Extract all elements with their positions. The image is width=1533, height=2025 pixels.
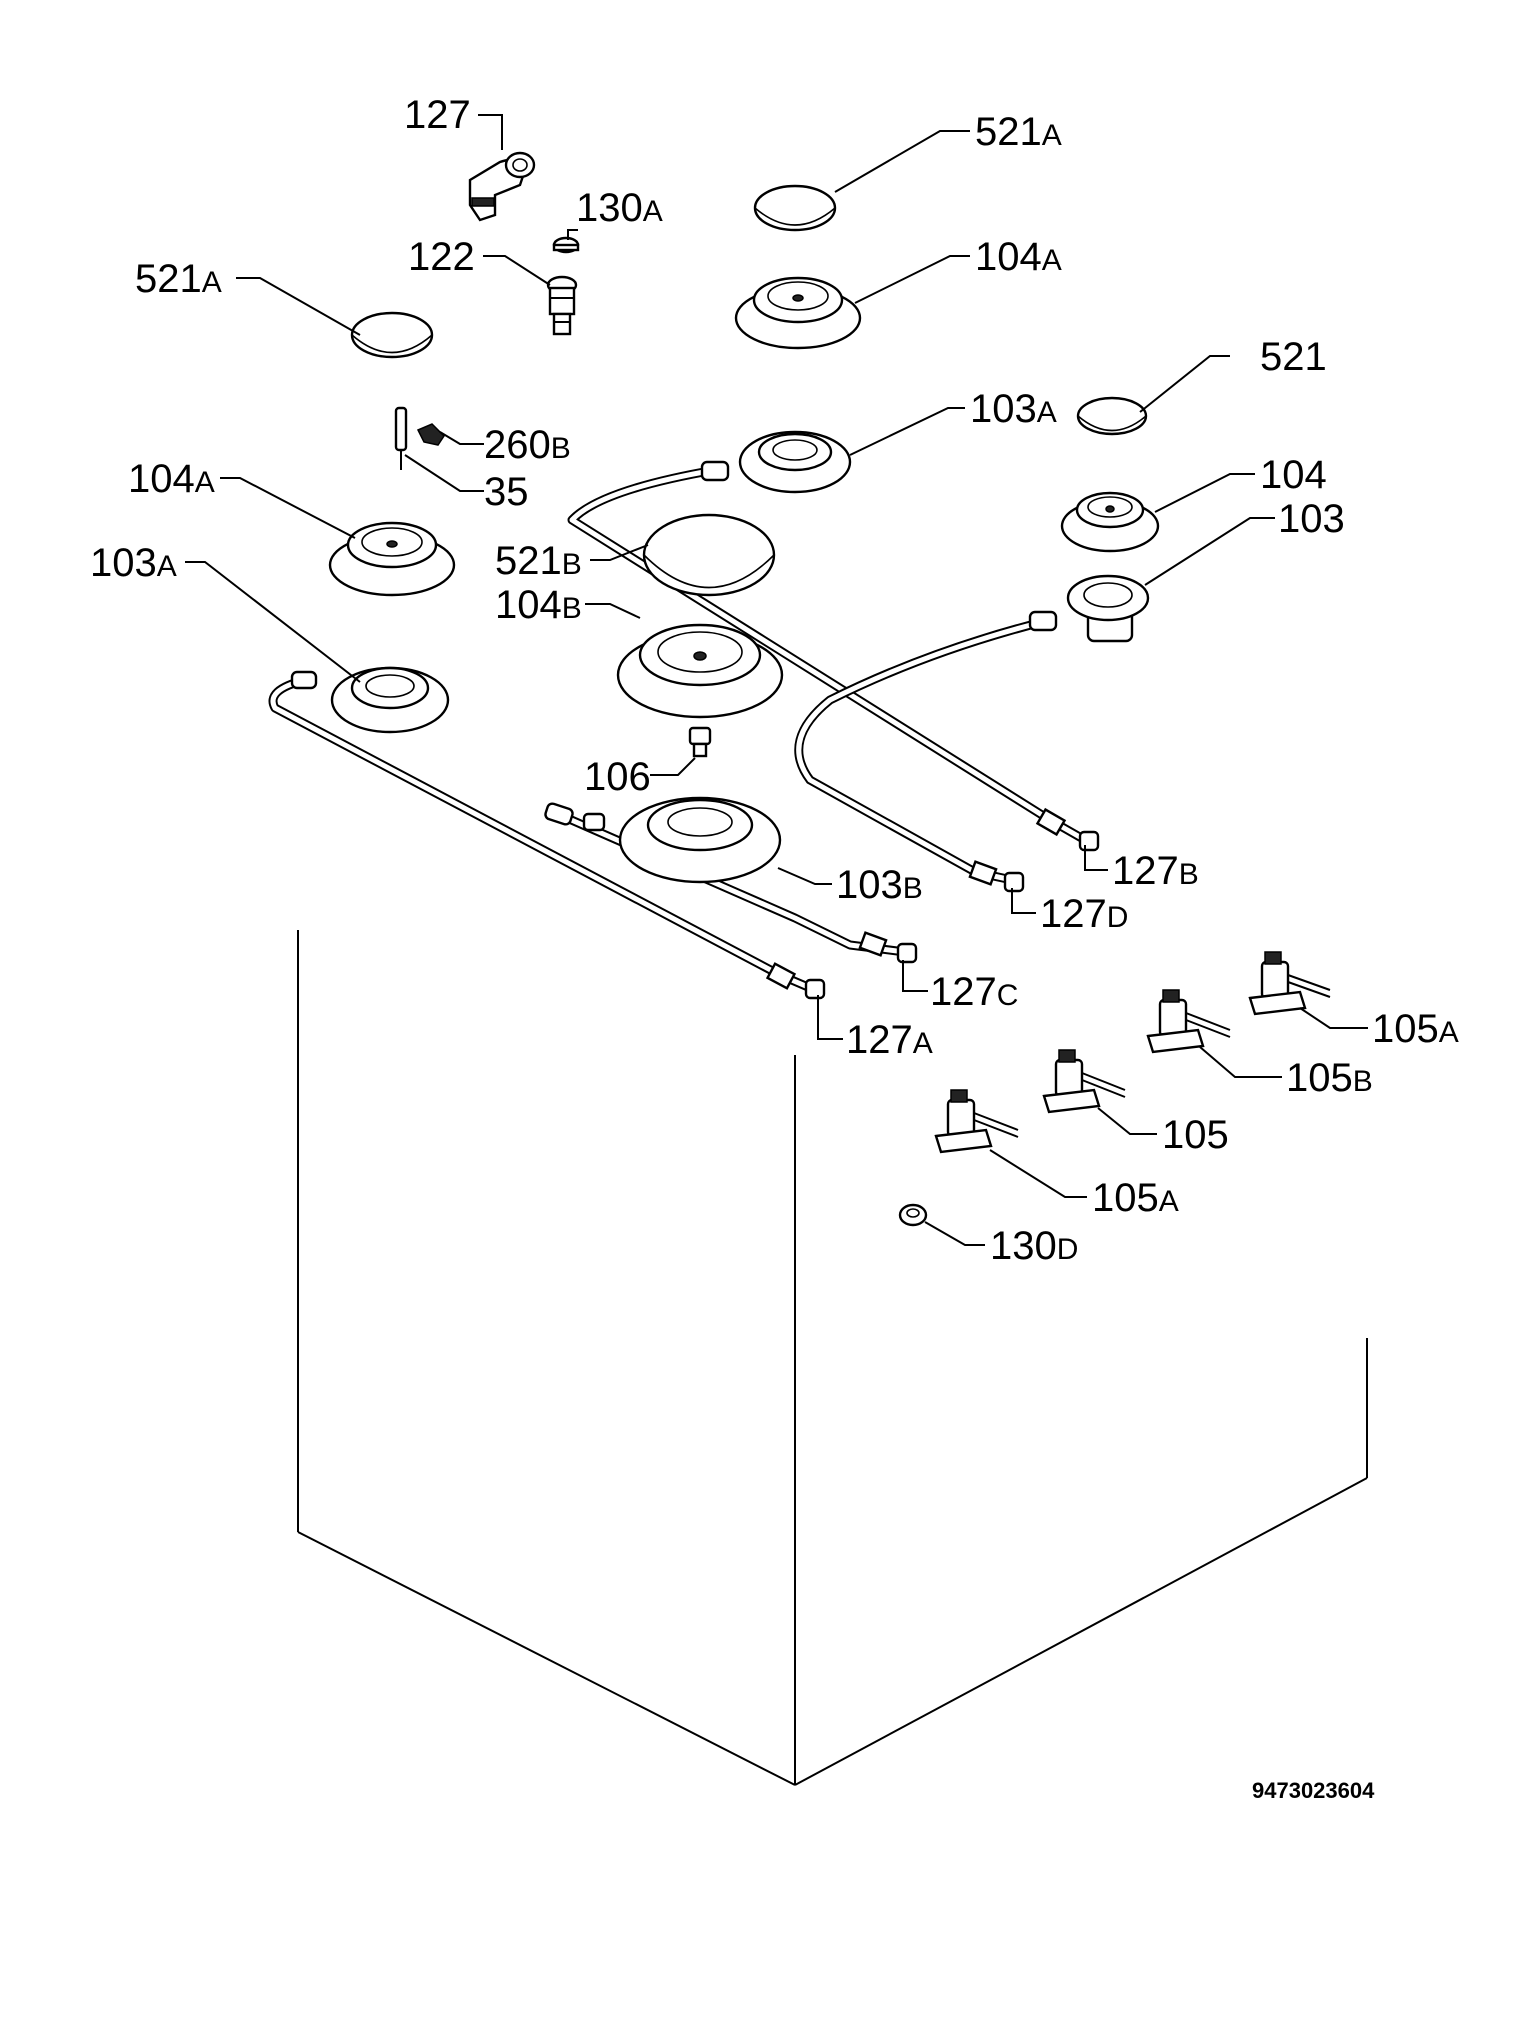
callout-521: 521 [1260,335,1327,379]
burner-head-104a-left [328,521,456,597]
callout-521a-right: 521A [975,110,1062,154]
callout-122: 122 [408,235,475,279]
burner-body-103a-top [738,430,852,494]
injector-106 [688,726,712,758]
callout-104b: 104B [495,583,582,627]
callout-103a-top: 103A [970,387,1057,431]
callout-35: 35 [484,470,529,514]
burner-body-103b [618,796,782,884]
callout-103b: 103B [836,863,923,907]
callout-127c: 127C [930,970,1018,1014]
nut-130d [898,1203,928,1227]
burner-cap-521b [642,513,776,597]
clip-260b [416,423,445,446]
burner-head-104b [616,623,784,719]
callout-105b: 105B [1286,1056,1373,1100]
callout-103a-left: 103A [90,541,177,585]
callout-106: 106 [584,755,651,799]
drawing-number: 9473023604 [1252,1778,1375,1803]
burner-head-104a-right [734,276,862,350]
gas-valve-105a-right [1248,951,1331,1016]
burner-cap-521a-right [753,184,837,232]
elbow-127 [468,151,536,222]
burner-cap-521 [1076,396,1148,436]
callout-521a-left: 521A [135,257,222,301]
callout-104: 104 [1260,453,1327,497]
callout-103: 103 [1278,497,1345,541]
gas-valve-105a-bottom [934,1089,1019,1154]
callout-104a-left: 104A [128,457,215,501]
gas-valve-105b [1146,989,1231,1054]
callout-127d: 127D [1040,892,1128,936]
electrode-35 [394,406,408,470]
washer-130a [552,236,580,254]
gas-valve-105 [1042,1049,1126,1114]
callout-130d: 130D [990,1224,1078,1268]
callout-105a-right: 105A [1372,1007,1459,1051]
burner-cap-521a-left [350,311,434,359]
callout-260b: 260B [484,423,571,467]
burner-head-104 [1060,491,1160,553]
callout-127a: 127A [846,1018,933,1062]
cooker-body [297,930,1368,1786]
callout-130a: 130A [576,186,663,230]
burner-body-103a-left [330,666,450,734]
callout-127-top: 127 [404,93,471,137]
leader-lines [185,114,1368,1246]
callout-105: 105 [1162,1113,1229,1157]
callout-104a-right: 104A [975,235,1062,279]
callout-521b: 521B [495,539,582,583]
callout-105a-bottom: 105A [1092,1176,1179,1220]
burner-body-103 [1066,574,1150,643]
callout-labels: 127 130A 122 521A 521A 104A 521 103A 260… [90,93,1459,1268]
callout-127b: 127B [1112,849,1199,893]
injector-122 [546,275,578,336]
